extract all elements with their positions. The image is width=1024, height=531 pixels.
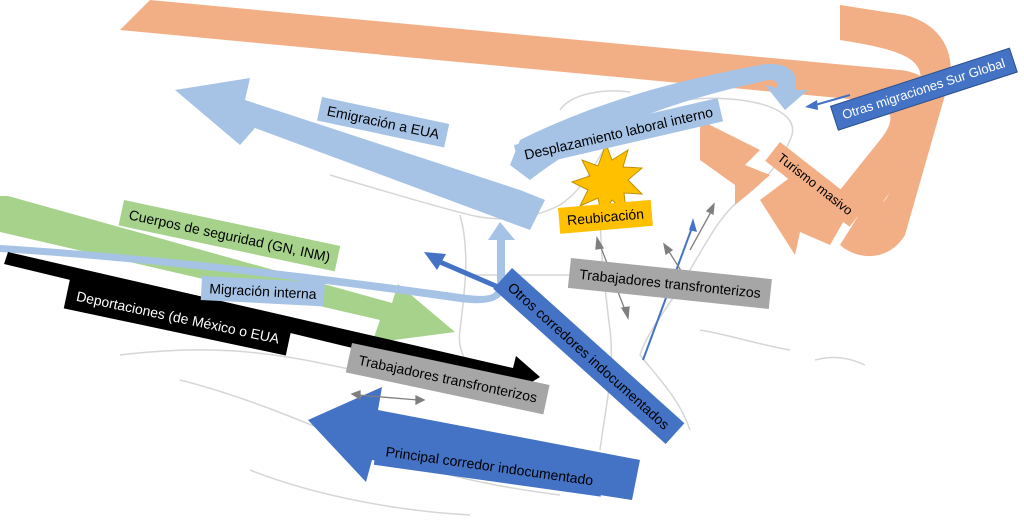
- otros-corredores-arrowhead: [424, 252, 446, 270]
- gray-double-arrows: [350, 202, 715, 406]
- orange-inner-branch: [700, 120, 770, 205]
- desplazamiento-arrow: [510, 64, 808, 180]
- label-migracion-interna-text: Migración interna: [208, 280, 318, 303]
- dark-blue-vertical-arrowhead: [689, 218, 697, 232]
- reubicacion-starburst-icon: [570, 142, 644, 218]
- orange-arrowhead-left: [760, 170, 850, 255]
- orange-upper-arc: [840, 5, 951, 257]
- migracion-interna-arrow: [0, 222, 515, 304]
- emigracion-arrow: [175, 78, 545, 230]
- label-reubicacion-text: Reubicación: [566, 205, 645, 229]
- sur-global-pointer-head: [805, 100, 818, 110]
- orange-tourism-arrow-body: [120, 0, 939, 220]
- sur-global-pointer-line: [814, 94, 851, 106]
